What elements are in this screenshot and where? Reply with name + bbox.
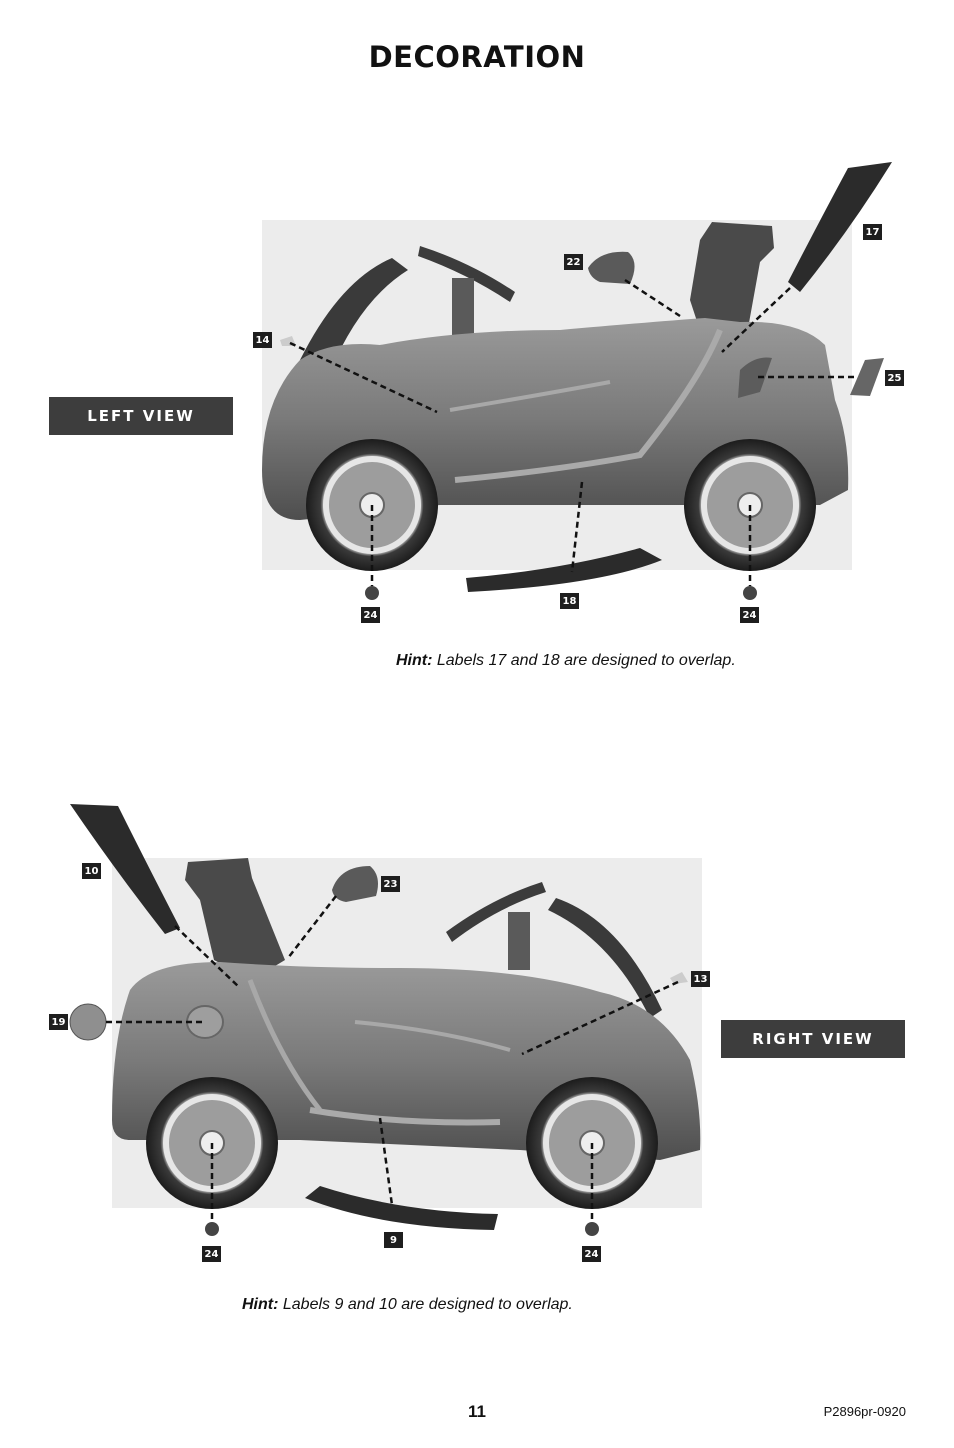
page-title: DECORATION [368, 40, 586, 74]
left-view-hint: Hint: Labels 17 and 18 are designed to o… [396, 652, 736, 669]
cap-24 [743, 586, 757, 600]
callout-24: 24 [202, 1246, 221, 1262]
callout-24: 24 [740, 607, 759, 623]
right-view-car [112, 858, 702, 1209]
decal-10 [70, 804, 180, 934]
cap-24 [205, 1222, 219, 1236]
page-number: 11 [468, 1402, 486, 1421]
left-view-car [262, 220, 852, 571]
callout-19: 19 [49, 1014, 68, 1030]
decal-19 [69, 1003, 107, 1041]
decal-23 [332, 866, 378, 902]
cap-24 [365, 586, 379, 600]
decal-9 [305, 1186, 498, 1230]
callout-14: 14 [253, 332, 272, 348]
callout-24: 24 [361, 607, 380, 623]
callout-24: 24 [582, 1246, 601, 1262]
cap-24 [585, 1222, 599, 1236]
callout-23: 23 [381, 876, 400, 892]
right-view-hint: Hint: Labels 9 and 10 are designed to ov… [242, 1296, 573, 1313]
decal-17 [788, 162, 892, 292]
right-view-label: RIGHT VIEW [721, 1020, 905, 1058]
callout-13: 13 [691, 971, 710, 987]
callout-25: 25 [885, 370, 904, 386]
left-view-label: LEFT VIEW [49, 397, 233, 435]
callout-9: 9 [384, 1232, 403, 1248]
decal-18 [466, 548, 662, 592]
callout-17: 17 [863, 224, 882, 240]
decal-25 [850, 358, 884, 396]
callout-10: 10 [82, 863, 101, 879]
document-code: P2896pr-0920 [823, 1404, 906, 1419]
callout-22: 22 [564, 254, 583, 270]
decal-13 [670, 972, 688, 984]
callout-18: 18 [560, 593, 579, 609]
decal-22 [588, 251, 635, 284]
